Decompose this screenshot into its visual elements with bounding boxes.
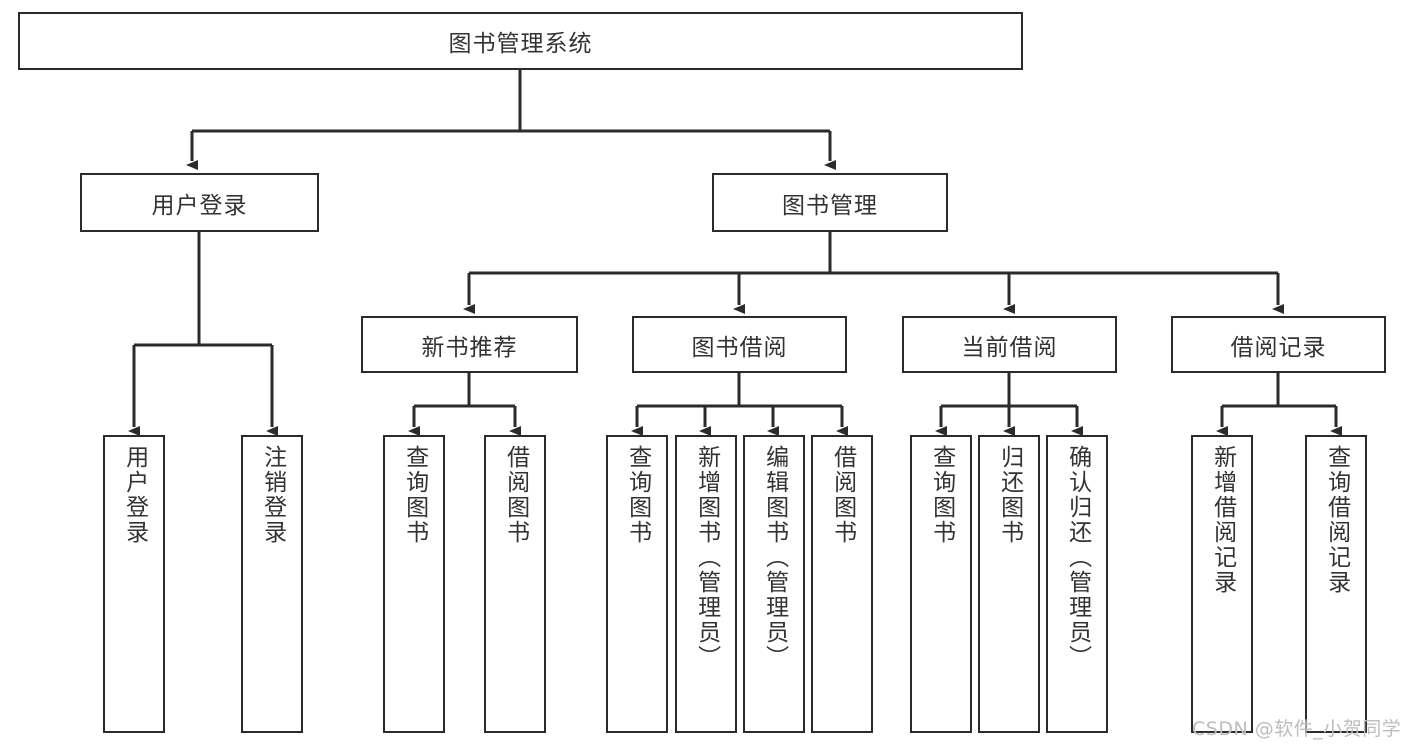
node-label: 新书推荐 xyxy=(421,334,518,361)
node-root-book-management-system[interactable]: 图书管理系统 xyxy=(18,12,1023,70)
leaf-query-books-borrow[interactable]: 查询图书 xyxy=(606,435,668,733)
leaf-label: 用户登录 xyxy=(121,445,148,545)
leaf-edit-book-admin[interactable]: 编辑图书（管理员） xyxy=(743,435,805,733)
node-book-management[interactable]: 图书管理 xyxy=(712,173,948,232)
leaf-confirm-return-admin[interactable]: 确认归还（管理员） xyxy=(1046,435,1108,733)
leaf-label: 归还图书 xyxy=(996,445,1023,545)
leaf-add-borrow-record[interactable]: 新增借阅记录 xyxy=(1191,435,1253,733)
leaf-label: 注销登录 xyxy=(259,445,286,545)
leaf-label: 借阅图书 xyxy=(502,445,529,545)
node-label: 图书借阅 xyxy=(691,334,788,361)
leaf-user-login[interactable]: 用户登录 xyxy=(103,435,165,733)
node-label: 图书管理系统 xyxy=(448,31,593,57)
leaf-logout[interactable]: 注销登录 xyxy=(241,435,303,733)
leaf-label: 查询图书 xyxy=(401,445,428,545)
leaf-label: 确认归还（管理员） xyxy=(1064,445,1091,670)
leaf-query-books-newbook[interactable]: 查询图书 xyxy=(383,435,445,733)
node-current-borrowing[interactable]: 当前借阅 xyxy=(902,316,1117,373)
leaf-label: 借阅图书 xyxy=(829,445,856,545)
leaf-add-book-admin[interactable]: 新增图书（管理员） xyxy=(675,435,737,733)
node-book-borrowing[interactable]: 图书借阅 xyxy=(632,316,847,373)
node-label: 图书管理 xyxy=(782,192,878,219)
leaf-label: 查询借阅记录 xyxy=(1323,445,1350,595)
leaf-label: 新增借阅记录 xyxy=(1209,445,1236,595)
leaf-borrow-books-borrow[interactable]: 借阅图书 xyxy=(811,435,873,733)
leaf-borrow-books-newbook[interactable]: 借阅图书 xyxy=(484,435,546,733)
node-label: 当前借阅 xyxy=(961,334,1058,361)
leaf-label: 新增图书（管理员） xyxy=(693,445,720,670)
node-label: 用户登录 xyxy=(151,192,248,219)
leaf-label: 编辑图书（管理员） xyxy=(761,445,788,670)
node-user-login[interactable]: 用户登录 xyxy=(80,173,319,232)
node-label: 借阅记录 xyxy=(1230,334,1327,361)
leaf-return-books[interactable]: 归还图书 xyxy=(978,435,1040,733)
leaf-label: 查询图书 xyxy=(624,445,651,545)
node-new-book-recommendation[interactable]: 新书推荐 xyxy=(361,316,578,373)
leaf-label: 查询图书 xyxy=(928,445,955,545)
leaf-query-books-current[interactable]: 查询图书 xyxy=(910,435,972,733)
node-borrowing-record[interactable]: 借阅记录 xyxy=(1171,316,1386,373)
leaf-query-borrow-record[interactable]: 查询借阅记录 xyxy=(1305,435,1367,733)
